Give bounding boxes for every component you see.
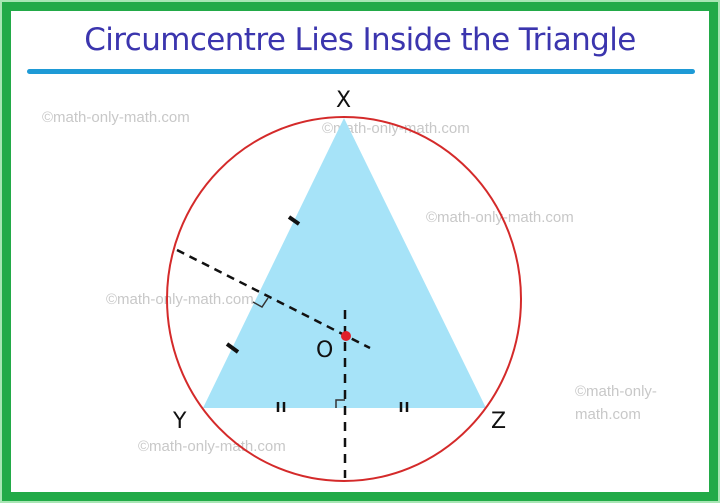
watermark: ©math-only-math.com xyxy=(106,291,254,308)
vertex-label-z: Z xyxy=(491,409,506,434)
right-angle-marker-xy xyxy=(252,297,269,308)
watermark: ©math-only-math.com xyxy=(42,109,190,126)
tick-mark-xy-upper xyxy=(287,215,301,226)
vertex-label-y: Y xyxy=(172,409,187,434)
double-tick-yz-right xyxy=(399,402,409,412)
title-underline xyxy=(27,69,695,74)
watermark: ©math-only-math.com xyxy=(138,438,286,455)
double-tick-yz-left xyxy=(276,402,286,412)
right-angle-marker-yz xyxy=(335,399,345,408)
watermark: ©math-only-math.com xyxy=(322,120,470,137)
triangle-xyz xyxy=(203,118,486,408)
watermark: ©math-only-math.com xyxy=(426,209,574,226)
circumcentre-point xyxy=(341,331,351,341)
circumcentre-label-o: O xyxy=(316,338,333,363)
watermark: math.com xyxy=(575,406,641,423)
vertex-label-x: X xyxy=(336,88,351,113)
circumcircle xyxy=(166,116,522,482)
diagram-title: Circumcentre Lies Inside the Triangle xyxy=(84,22,636,58)
watermark: ©math-only- xyxy=(575,383,657,400)
tick-mark-xy-lower xyxy=(225,342,240,354)
